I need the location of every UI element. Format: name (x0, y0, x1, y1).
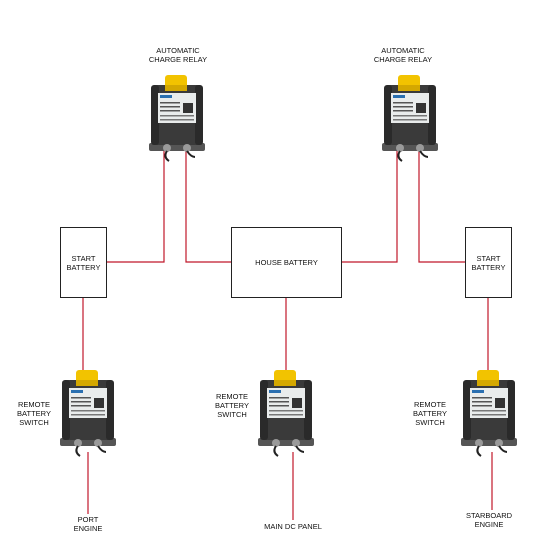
remote-left-label: REMOTE BATTERY SWITCH (8, 400, 60, 427)
wire-relay-left-to-start-left (106, 150, 165, 263)
remote-switch-right (460, 369, 518, 457)
main-dc-panel-label: MAIN DC PANEL (264, 522, 322, 531)
start-battery-right-line1: START (476, 253, 501, 263)
relay-right-label: AUTOMATIC CHARGE RELAY (367, 46, 439, 64)
remote-right-line3: SWITCH (415, 418, 445, 427)
remote-left-line2: BATTERY (17, 409, 51, 418)
wire-relay-left-to-house (185, 150, 232, 263)
charge-relay-right (381, 74, 439, 162)
wire-relay-right-to-house (341, 150, 398, 263)
starboard-engine-label: STARBOARD ENGINE (458, 511, 520, 529)
start-battery-right-label: START BATTERY (472, 254, 506, 272)
starboard-engine-line2: ENGINE (474, 520, 504, 529)
remote-switch-left (59, 369, 117, 457)
relay-left-label-line1: AUTOMATIC (156, 46, 200, 55)
remote-left-line1: REMOTE (17, 400, 51, 409)
remote-right-line2: BATTERY (413, 409, 447, 418)
wires (82, 150, 493, 520)
remote-switch-center (257, 369, 315, 457)
relay-right-label-line1: AUTOMATIC (381, 46, 425, 55)
remote-center-line3: SWITCH (217, 410, 247, 419)
start-battery-right: START BATTERY (465, 227, 512, 298)
remote-center-line2: BATTERY (215, 401, 249, 410)
wire-relay-right-to-start-right (418, 150, 466, 263)
relay-left-label: AUTOMATIC CHARGE RELAY (142, 46, 214, 64)
remote-right-line1: REMOTE (413, 400, 447, 409)
remote-center-line1: REMOTE (215, 392, 249, 401)
port-engine-line2: ENGINE (73, 524, 103, 533)
remote-left-line3: SWITCH (19, 418, 49, 427)
relay-right-label-line2: CHARGE RELAY (373, 55, 433, 64)
start-battery-right-line2: BATTERY (471, 262, 506, 272)
house-battery: HOUSE BATTERY (231, 227, 342, 298)
start-battery-left-line1: START (71, 253, 96, 263)
start-battery-left-line2: BATTERY (66, 262, 101, 272)
relay-left-label-line2: CHARGE RELAY (148, 55, 208, 64)
start-battery-left: START BATTERY (60, 227, 107, 298)
house-battery-label: HOUSE BATTERY (255, 258, 318, 267)
port-engine-line1: PORT (77, 515, 99, 524)
start-battery-left-label: START BATTERY (67, 254, 101, 272)
remote-center-label: REMOTE BATTERY SWITCH (206, 392, 258, 419)
charge-relay-left (148, 74, 206, 162)
port-engine-label: PORT ENGINE (62, 515, 114, 533)
starboard-engine-line1: STARBOARD (465, 511, 513, 520)
remote-right-label: REMOTE BATTERY SWITCH (404, 400, 456, 427)
